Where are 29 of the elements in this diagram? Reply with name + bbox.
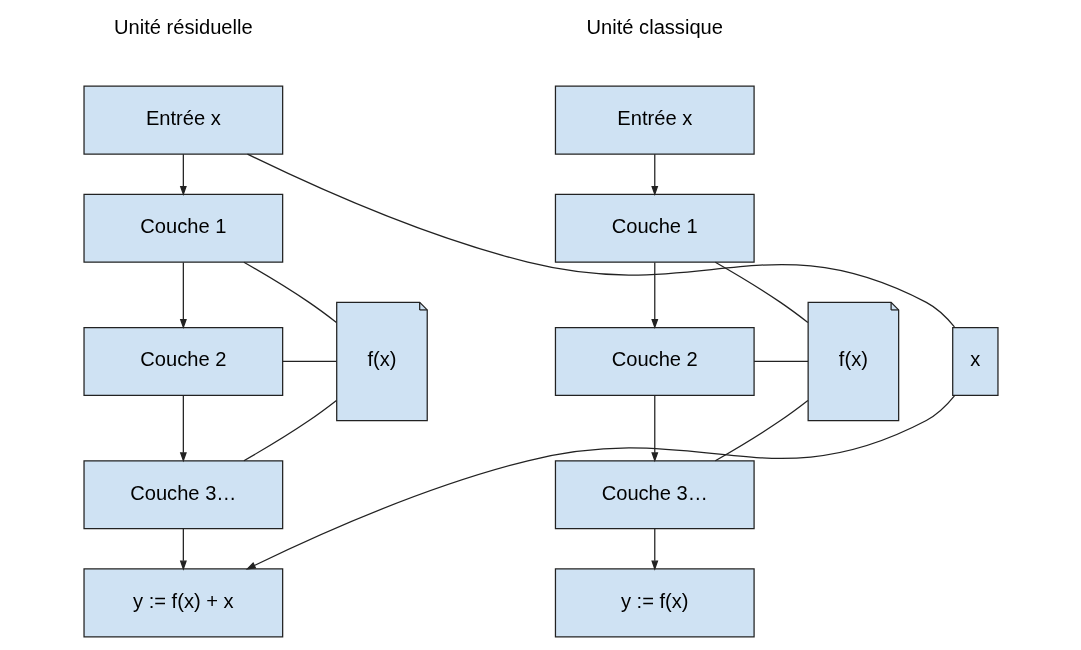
arrow xyxy=(650,153,658,197)
arrow xyxy=(650,528,658,571)
connector xyxy=(246,153,955,328)
node-box: Entrée x xyxy=(82,85,283,155)
arrow xyxy=(245,395,955,570)
arrow xyxy=(650,395,658,463)
node-box: Couche 2 xyxy=(554,326,755,397)
label: Unité résiduelle xyxy=(113,16,253,39)
arrow xyxy=(179,528,187,571)
node-box: x xyxy=(951,326,999,397)
node-box: Couche 3… xyxy=(82,460,283,530)
arrow xyxy=(179,395,187,463)
node-box: Couche 3… xyxy=(554,460,755,530)
connector xyxy=(714,261,808,324)
connector xyxy=(752,360,809,363)
node-box: y := f(x) + x xyxy=(82,568,283,638)
node-box: y := f(x) xyxy=(554,568,755,638)
arrow xyxy=(179,153,187,197)
node-box: Entrée x xyxy=(554,85,755,155)
label: Unité classique xyxy=(586,16,723,39)
connector xyxy=(281,360,337,363)
connector xyxy=(242,399,337,462)
arrow xyxy=(650,261,658,330)
node-box: Couche 1 xyxy=(554,193,755,263)
node-box: Couche 1 xyxy=(82,193,283,263)
connector xyxy=(242,261,337,324)
node-box: Couche 2 xyxy=(82,326,283,397)
arrow xyxy=(179,261,187,330)
connector xyxy=(714,399,808,462)
